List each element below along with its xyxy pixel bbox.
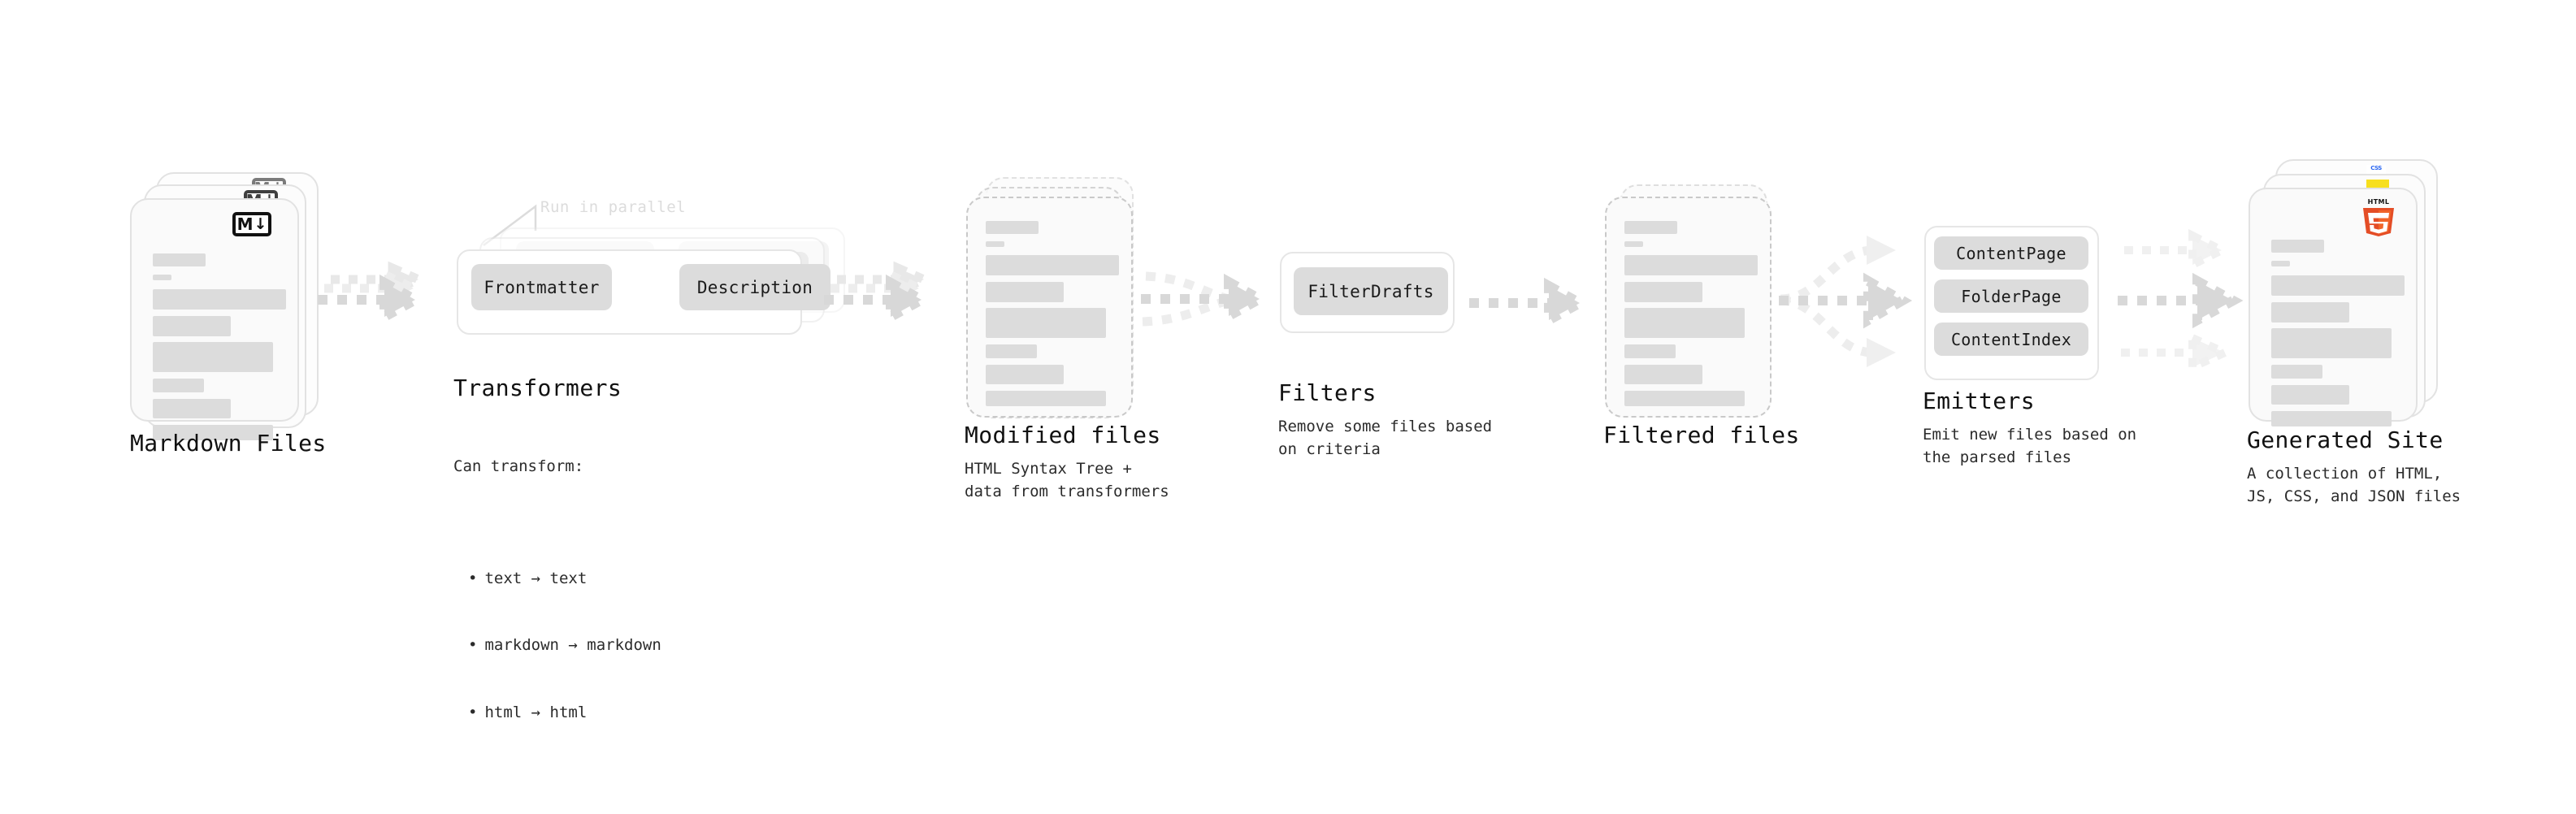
stage-title: Modified files [965,422,1161,448]
pill-label: ContentPage [1956,243,2066,263]
transform-list-item: markdown → markdown [468,634,661,657]
caption-filters: Filters Remove some files based on crite… [1278,379,1492,461]
doc-bar [986,241,1004,247]
connector-filters-to-filtered [1469,277,1590,329]
doc-bar [1624,241,1643,247]
pill-contentindex[interactable]: ContentIndex [1934,323,2088,356]
connector-modified-to-filters [1141,271,1270,327]
connector-filtered-to-emitters [1779,236,1913,367]
caption-generated-site: Generated Site A collection of HTML, JS,… [2247,426,2461,508]
stage-subtitle: Remove some files based on criteria [1278,418,1493,458]
doc-bar [986,344,1037,358]
stage-subtitle: A collection of HTML, JS, CSS, and JSON … [2247,465,2461,505]
transform-list-item: text → text [468,568,661,591]
site-card-front-html: HTML [2249,188,2418,426]
subtitle-lead: Can transform: [453,457,584,476]
pill-label: Frontmatter [484,277,600,297]
pill-label: ContentIndex [1950,329,2072,349]
doc-bar [2271,302,2349,323]
stage-title: Filtered files [1603,422,1800,448]
doc-bar [2271,385,2349,405]
caption-modified-files: Modified files HTML Syntax Tree + data f… [965,421,1169,503]
caption-filtered-files: Filtered files [1603,421,1800,449]
markdown-badge: M ↓ [232,212,271,236]
stage-title: Filters [1278,379,1377,406]
doc-bar [986,365,1064,384]
doc-bar [153,289,286,310]
doc-bar [153,316,231,336]
doc-bar [2271,240,2324,253]
caption-emitters: Emitters Emit new files based on the par… [1923,387,2136,469]
pill-contentpage[interactable]: ContentPage [1934,236,2088,270]
run-in-parallel-label: Run in parallel [540,198,687,216]
modified-card-front [966,197,1133,418]
connector-transformers-to-modified [824,261,935,326]
transform-list: text → text markdown → markdown html → h… [453,523,661,769]
pill-frontmatter[interactable]: Frontmatter [471,264,612,310]
doc-bar [153,425,273,440]
doc-bar [2271,365,2322,379]
doc-bar [986,255,1119,275]
filtered-card-front [1605,197,1772,418]
doc-bar [1624,308,1745,338]
doc-bar [986,221,1039,234]
doc-bar [1624,344,1676,358]
doc-bar [986,282,1064,302]
doc-bar [153,275,171,280]
stage-subtitle: Emit new files based on the parsed files [1923,426,2137,466]
connector-md-to-transformers [318,261,430,326]
pill-label: Description [696,277,813,297]
stage-title: Generated Site [2247,426,2444,453]
doc-bar [1624,365,1702,384]
pill-description[interactable]: Description [679,264,830,310]
stage-subtitle: HTML Syntax Tree + data from transformer… [965,460,1169,500]
doc-bar [1624,221,1677,234]
css-badge-label: CSS [2370,165,2382,171]
pill-filterdrafts[interactable]: FilterDrafts [1294,267,1448,315]
doc-bar [2271,411,2392,426]
doc-bar [153,379,204,392]
doc-bar [1624,282,1702,302]
doc-bar [986,308,1106,338]
doc-bar [2271,328,2392,358]
stage-subtitle: Can transform: text → text markdown → ma… [453,411,661,814]
markdown-badge-letter: M [236,214,254,234]
doc-bar [2271,261,2290,266]
doc-bar [986,391,1106,406]
doc-bar [153,253,206,266]
caption-markdown-files: Markdown Files [130,429,327,457]
stage-title: Markdown Files [130,430,327,457]
markdown-badge-arrow: ↓ [254,214,267,233]
pill-folderpage[interactable]: FolderPage [1934,279,2088,313]
doc-bar [153,399,231,418]
markdown-card-front: M ↓ [130,198,299,440]
svg-text:HTML: HTML [2368,198,2390,206]
doc-bar [2271,275,2405,296]
connector-emitters-to-site [2118,228,2244,374]
pill-label: FolderPage [1961,286,2062,306]
pill-label: FilterDrafts [1308,281,1434,301]
stage-title: Transformers [453,375,622,401]
transform-list-item: html → html [468,702,661,725]
parallel-leader-line [483,204,537,246]
stage-title: Emitters [1923,388,2036,414]
doc-bar [1624,255,1758,275]
doc-bar [153,342,273,372]
diagram-canvas: M ↓ M ↓ M ↓ [0,0,2576,681]
doc-bar [1624,391,1745,406]
html5-icon: HTML [2363,198,2394,236]
caption-transformers: Transformers Can transform: text → text … [453,374,661,814]
